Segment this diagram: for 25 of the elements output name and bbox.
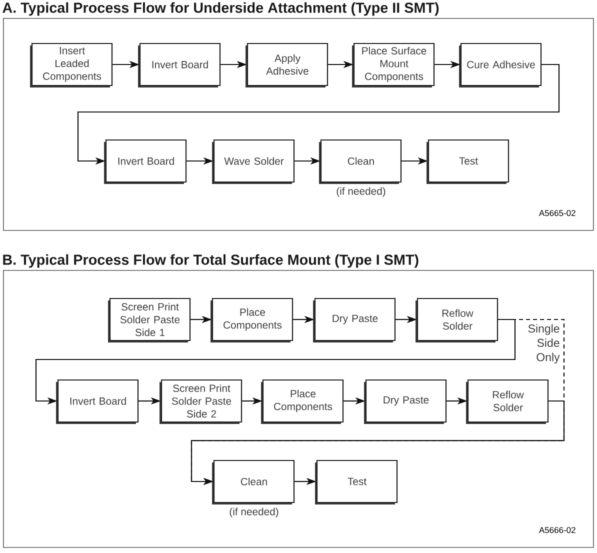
note-text: (if needed): [230, 508, 278, 518]
process-box: Place Components: [261, 379, 344, 424]
figure-code: A5665-02: [538, 210, 576, 216]
note-text: (if needed): [336, 187, 386, 197]
process-box: Invert Board: [56, 379, 139, 424]
process-box: Dry Paste: [364, 379, 447, 424]
process-box: Insert Leaded Components: [30, 42, 113, 88]
process-box: Place Surface Mount Components: [352, 42, 435, 88]
process-box: Reflow Solder: [416, 298, 498, 342]
process-box: Test: [315, 460, 398, 504]
figure-code: A5666-02: [538, 527, 576, 534]
process-box: Screen Print Solder Paste Side 1: [108, 298, 191, 342]
process-box: Test: [426, 139, 510, 184]
process-box: Reflow Solder: [466, 379, 549, 424]
edge-label: Single Side Only: [524, 323, 561, 365]
process-box: Invert Board: [138, 42, 221, 88]
panel-title: B. Typical Process Flow for Total Surface Mount (Type I SMT): [3, 254, 418, 268]
process-box: Place Components: [210, 298, 294, 342]
process-box: Screen Print Solder Paste Side 2: [160, 379, 242, 424]
process-box: Dry Paste: [313, 298, 396, 342]
process-box: Apply Adhesive: [246, 42, 328, 88]
panel-title: A. Typical Process Flow for Underside Attachment (Type II SMT): [2, 2, 439, 16]
process-box: Wave Solder: [212, 139, 295, 184]
process-box: Invert Board: [104, 139, 187, 184]
process-box: Cure Adhesive: [459, 42, 542, 88]
